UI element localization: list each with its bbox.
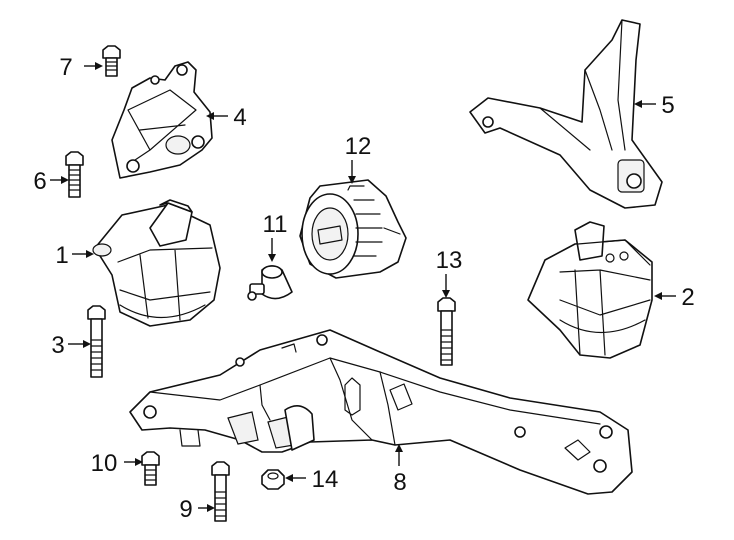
part-1-engine-mount bbox=[92, 199, 221, 327]
callout-6: 6 bbox=[33, 168, 46, 195]
callout-1: 1 bbox=[55, 242, 68, 269]
part-13-bolt bbox=[437, 297, 456, 366]
callout-13: 13 bbox=[436, 247, 463, 274]
part-5-bracket bbox=[469, 19, 663, 209]
callout-7: 7 bbox=[59, 54, 72, 81]
callout-4: 4 bbox=[233, 104, 246, 131]
part-6-bolt bbox=[65, 151, 84, 198]
callout-2: 2 bbox=[681, 284, 694, 311]
callout-10: 10 bbox=[91, 450, 118, 477]
leader-lines bbox=[50, 62, 676, 512]
part-12-mount bbox=[299, 179, 407, 279]
callout-5: 5 bbox=[661, 92, 674, 119]
part-3-bolt bbox=[87, 305, 106, 378]
callout-11: 11 bbox=[263, 211, 288, 238]
part-9-bolt bbox=[211, 461, 230, 522]
callout-12: 12 bbox=[345, 133, 372, 160]
callout-3: 3 bbox=[51, 332, 64, 359]
part-8-crossmember bbox=[129, 329, 633, 495]
callout-14: 14 bbox=[312, 466, 339, 493]
part-11-bump-stop bbox=[247, 265, 293, 301]
part-4-bracket bbox=[111, 61, 213, 179]
part-14-nut bbox=[261, 469, 285, 490]
callout-8: 8 bbox=[393, 469, 406, 496]
callout-9: 9 bbox=[179, 496, 192, 523]
part-2-engine-mount bbox=[527, 221, 653, 359]
part-7-bolt bbox=[102, 45, 121, 77]
part-10-bolt bbox=[141, 451, 160, 486]
